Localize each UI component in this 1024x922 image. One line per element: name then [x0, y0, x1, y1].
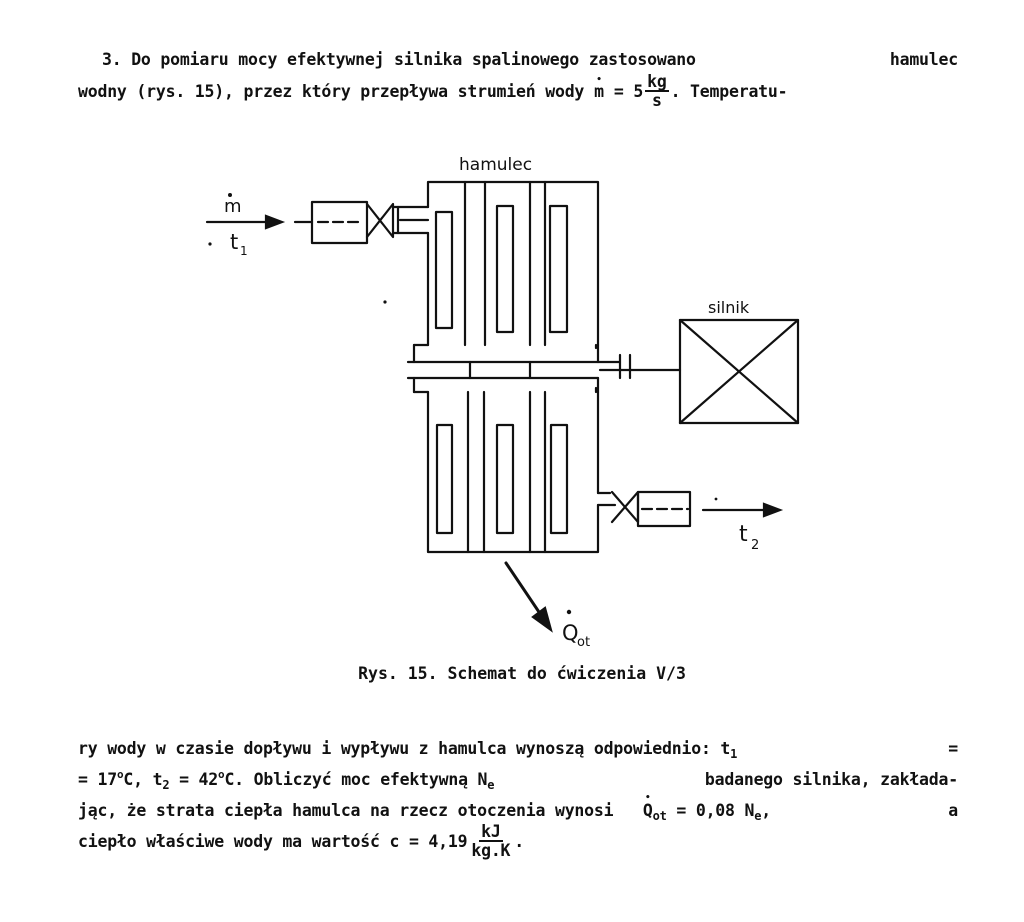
text-segment: , [761, 801, 772, 820]
text-segment: ry wody w czasie dopływu i wypływu z ham… [78, 739, 731, 758]
inlet-pipe [293, 200, 430, 245]
subscript: 1 [730, 747, 738, 761]
text-segment-end: hamulec [889, 50, 958, 69]
subscript: e [754, 809, 762, 823]
heat-flow-dot [566, 609, 572, 615]
problem-statement-top: 3. Do pomiaru mocy efektywnej silnika sp… [78, 44, 958, 113]
heat-loss-arrow [504, 561, 553, 633]
text-line-4: = 17oC, t2 = 42oC. Obliczyć moc efektywn… [78, 764, 958, 795]
label-mass-flow: m [224, 196, 242, 217]
outlet-pipe [596, 490, 692, 528]
subscript: 2 [162, 778, 170, 792]
subscript: ot [652, 809, 667, 823]
fraction-denominator: s [651, 91, 662, 111]
mass-flow-dot [228, 193, 232, 197]
text-segment: = 0,08 N [676, 801, 755, 820]
text-line-2: wodny (rys. 15), przez który przepływa s… [78, 72, 958, 113]
problem-number: 3. [102, 50, 122, 69]
label-heat-loss: Q [562, 621, 579, 645]
text-segment: jąc, że strata ciepła hamulca na rzecz o… [78, 801, 614, 820]
text-line-5: jąc, że strata ciepła hamulca na rzecz o… [78, 795, 958, 826]
brake-housing [426, 180, 600, 554]
superscript: o [218, 768, 225, 781]
text-segment: = 5 [613, 82, 644, 101]
label-silnik: silnik [708, 298, 750, 317]
text-segment: = 42 [169, 770, 219, 789]
label-heat-loss-subscript: ot [577, 635, 590, 650]
text-segment-end: badanego silnika, zakłada- [704, 770, 958, 789]
problem-statement-bottom: ry wody w czasie dopływu i wypływu z ham… [78, 733, 958, 863]
text-line-6: ciepło właściwe wody ma wartość c = 4,19… [78, 823, 958, 863]
superscript: o [116, 768, 124, 781]
text-segment-end: = [948, 739, 958, 758]
mass-flow-symbol: m [594, 76, 604, 113]
text-segment: C. Obliczyć moc efektywną N [224, 770, 488, 789]
inflow-arrow [205, 214, 286, 230]
label-t2-subscript: 2 [751, 538, 759, 553]
text-segment: ciepło właściwe wody ma wartość c = 4,19 [78, 832, 468, 851]
unit-fraction: kg s [645, 72, 669, 111]
outflow-arrow [701, 502, 784, 518]
text-segment-end: a [948, 801, 958, 820]
label-hamulec: hamulec [459, 155, 532, 175]
label-t2: t [739, 522, 748, 547]
text-line-3: ry wody w czasie dopływu i wypływu z ham… [78, 733, 958, 764]
heat-flow-symbol: Q [643, 795, 653, 826]
engine-box [678, 318, 800, 425]
fraction-numerator: kg [645, 72, 669, 93]
text-segment: . [514, 832, 525, 851]
rotor-plates [434, 204, 569, 535]
subscript: e [487, 778, 495, 792]
text-segment: . Temperatu- [670, 82, 788, 101]
text-segment: Do pomiaru mocy efektywnej silnika spali… [131, 50, 696, 69]
unit-fraction: kJ kg.K [469, 823, 512, 860]
label-t1: t [230, 230, 238, 254]
fraction-denominator: kg.K [471, 841, 511, 861]
text-line-1: 3. Do pomiaru mocy efektywnej silnika sp… [78, 44, 958, 76]
text-segment: = 17 [78, 770, 117, 789]
fraction-numerator: kJ [479, 822, 503, 843]
figure-caption: Rys. 15. Schemat do ćwiczenia V/3 [358, 664, 686, 683]
text-segment: C, t [123, 770, 163, 789]
shaft [406, 343, 682, 394]
text-segment: wodny (rys. 15), przez który przepływa s… [78, 82, 585, 101]
label-t1-subscript: 1 [240, 244, 248, 258]
